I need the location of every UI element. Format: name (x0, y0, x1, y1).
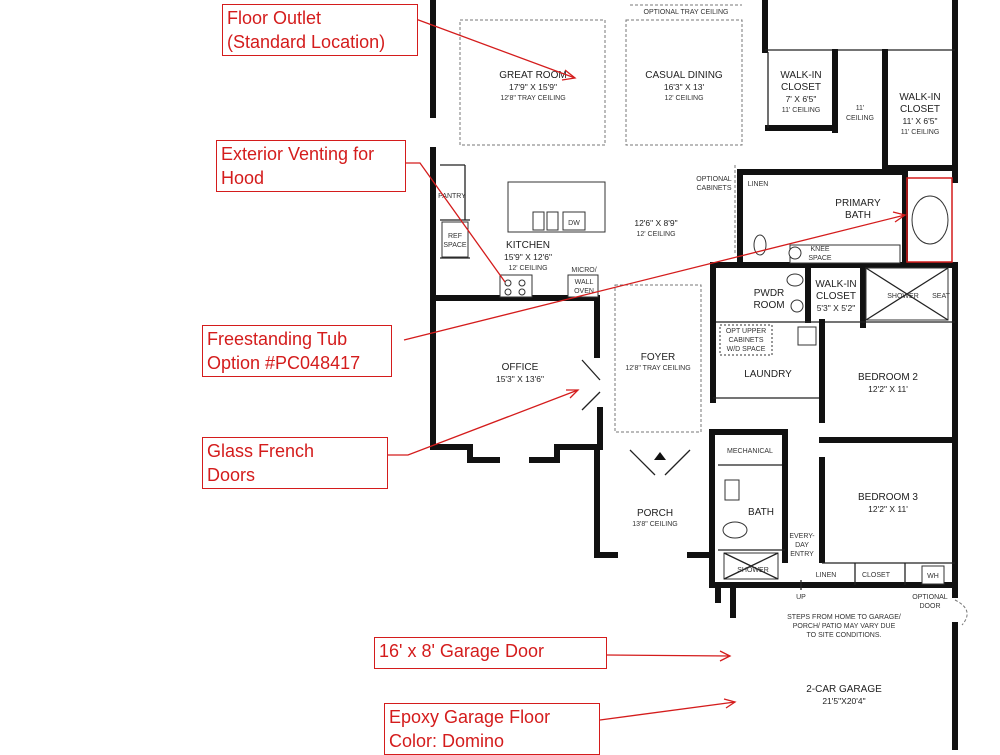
upper-cabinets-line3: W/D SPACE (727, 346, 766, 353)
linen2-label: LINEN (816, 572, 837, 579)
walkin-closet-2-line1: WALK-IN (899, 92, 940, 103)
closet-ceiling-2: CEILING (846, 115, 874, 122)
walkin-closet-3-dims: 5'3" X 5'2" (817, 303, 856, 313)
closet-ceiling-1: 11' (856, 105, 865, 112)
dw-label: DW (568, 220, 580, 227)
walkin-closet-1-line2: CLOSET (781, 82, 821, 93)
garage-dims: 21'5"X20'4" (822, 696, 865, 706)
callout-line: Doors (207, 465, 256, 485)
linen-label: LINEN (748, 181, 769, 188)
callout-line: Freestanding Tub (207, 329, 348, 349)
porch-name: PORCH (637, 508, 673, 519)
walkin-closet-3-line2: CLOSET (816, 291, 856, 302)
callout-garage-door: 16' x 8' Garage Door (374, 637, 607, 669)
knee-space-line1: KNEE (810, 246, 829, 253)
steps-note-line3: TO SITE CONDITIONS. (807, 632, 882, 639)
callout-line: (Standard Location) (227, 32, 386, 52)
optional-door-line1: OPTIONAL (912, 594, 948, 601)
great-room-dims: 17'9" X 15'9" (509, 82, 557, 92)
garage-name: 2-CAR GARAGE (806, 684, 882, 695)
optional-cabinets-line2: CABINETS (696, 185, 731, 192)
upper-cabinets-line1: OPT UPPER (726, 328, 766, 335)
callout-line: 16' x 8' Garage Door (379, 641, 544, 661)
hall-ceiling: 12' CEILING (636, 231, 675, 238)
optional-cabinets-line1: OPTIONAL (696, 176, 732, 183)
great-room-name: GREAT ROOM (499, 70, 566, 81)
callout-line: Epoxy Garage Floor (389, 707, 551, 727)
callout-leaders (388, 14, 907, 721)
casual-dining-dims: 16'3" X 13' (664, 82, 705, 92)
primary-bath-line1: PRIMARY (835, 198, 881, 209)
casual-dining-name: CASUAL DINING (645, 70, 723, 81)
bedroom3-dims: 12'2" X 11' (868, 504, 908, 514)
fixtures (441, 177, 968, 626)
wh-label: WH (927, 573, 939, 580)
callout-line: Option #PC048417 (207, 353, 361, 373)
walkin-closet-3-line1: WALK-IN (815, 279, 856, 290)
pantry-label: PANTRY (438, 193, 466, 200)
callout-epoxy-floor: Epoxy Garage Floor Color: Domino (384, 703, 600, 755)
knee-space-line2: SPACE (808, 255, 832, 262)
callout-exterior-venting: Exterior Venting for Hood (216, 140, 406, 192)
bedroom2-dims: 12'2" X 11' (868, 384, 908, 394)
ref-space-line1: REF (448, 233, 462, 240)
callout-line: Color: Domino (389, 731, 505, 751)
micro-oven-line2: WALL (575, 279, 594, 286)
bedroom2-name: BEDROOM 2 (858, 372, 918, 383)
up-label: UP (796, 594, 806, 601)
kitchen-name: KITCHEN (506, 240, 550, 251)
seat-label: SEAT (932, 293, 950, 300)
foyer-name: FOYER (641, 352, 675, 363)
kitchen-dims: 15'9" X 12'6" (504, 252, 552, 262)
interior-walls (433, 0, 958, 585)
steps-note-line1: STEPS FROM HOME TO GARAGE/ (787, 614, 901, 621)
optional-door-line2: DOOR (920, 603, 941, 610)
callout-line: Glass French (207, 441, 315, 461)
hall-dims: 12'6" X 8'9" (634, 218, 677, 228)
casual-dining-ceiling: 12' CEILING (664, 95, 703, 102)
everyday-entry-line2: DAY (795, 542, 809, 549)
optional-tray-label: OPTIONAL TRAY CEILING (644, 9, 729, 16)
walkin-closet-2-dims: 11' X 6'5" (903, 116, 938, 126)
callout-line: Hood (221, 168, 265, 188)
kitchen-ceiling: 12' CEILING (508, 265, 547, 272)
office-name: OFFICE (502, 362, 539, 373)
walkin-closet-1-line1: WALK-IN (780, 70, 821, 81)
primary-bath-line2: BATH (845, 210, 871, 221)
cooktop (499, 274, 533, 298)
freestanding-tub-fixture (911, 195, 949, 245)
steps-note-line2: PORCH/ PATIO MAY VARY DUE (793, 623, 896, 630)
office-dims: 15'3" X 13'6" (496, 374, 544, 384)
bedroom3-name: BEDROOM 3 (858, 492, 918, 503)
everyday-entry-line3: ENTRY (790, 551, 814, 558)
ceiling-outlines (459, 4, 743, 433)
callout-freestanding-tub: Freestanding Tub Option #PC048417 (202, 325, 392, 377)
walkin-closet-2-line2: CLOSET (900, 104, 940, 115)
callout-line: Exterior Venting for (221, 144, 375, 164)
closet-label: CLOSET (862, 572, 891, 579)
pwdr-room-line1: PWDR (754, 288, 785, 299)
everyday-entry-line1: EVERY- (789, 533, 815, 540)
shower-label: SHOWER (887, 293, 919, 300)
pwdr-room-line2: ROOM (753, 300, 784, 311)
walkin-closet-2-ceiling: 11' CEILING (901, 129, 940, 136)
callout-floor-outlet: Floor Outlet (Standard Location) (222, 4, 418, 56)
bath-label: BATH (748, 507, 774, 518)
micro-oven-line3: OVEN (574, 288, 594, 295)
upper-cabinets-line2: CABINETS (728, 337, 763, 344)
micro-oven-line1: MICRO/ (571, 267, 596, 274)
laundry-label: LAUNDRY (744, 369, 792, 380)
great-room-ceiling: 12'8" TRAY CEILING (500, 95, 565, 102)
bath-shower-label: SHOWER (737, 567, 769, 574)
porch-ceiling: 13'8" CEILING (632, 521, 677, 528)
room-labels: OPTIONAL TRAY CEILING GREAT ROOM 17'9" X… (438, 9, 950, 706)
walkin-closet-1-dims: 7' X 6'5" (786, 94, 817, 104)
foyer-ceiling: 12'8" TRAY CEILING (625, 365, 690, 372)
ref-space-line2: SPACE (443, 242, 467, 249)
callout-glass-french-doors: Glass French Doors (202, 437, 388, 489)
mechanical-label: MECHANICAL (727, 448, 773, 455)
walkin-closet-1-ceiling: 11' CEILING (782, 107, 821, 114)
callout-line: Floor Outlet (227, 8, 322, 28)
